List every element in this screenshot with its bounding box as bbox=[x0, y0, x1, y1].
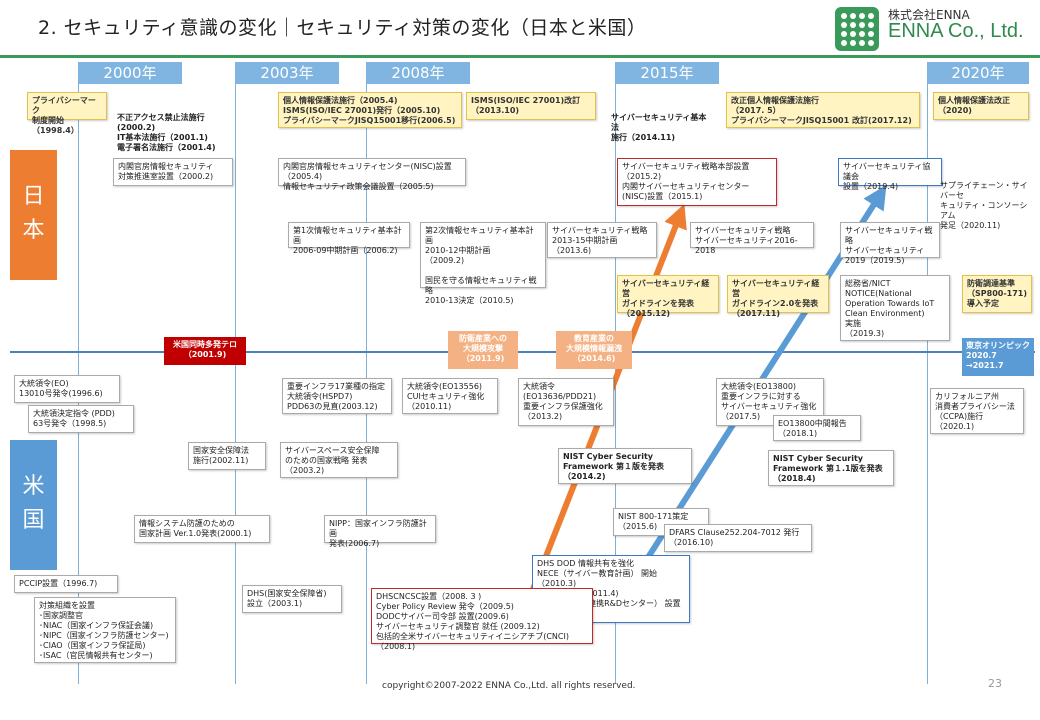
japan-event-box: 第1次情報セキュリティ基本計画 2006-09中期計画（2006.2) bbox=[288, 222, 410, 255]
japan-event-box: サプライチェーン・サイバーセ キュリティ・コンソーシアム 発足（2020.11) bbox=[940, 181, 1028, 230]
japan-event-box: 総務省/NICT NOTICE(National Operation Towar… bbox=[840, 275, 950, 341]
year-header-2003: 2003年 bbox=[235, 62, 339, 84]
year-line-2003 bbox=[235, 84, 236, 684]
event-highlight: 米国同時多発テロ （2001.9) bbox=[164, 337, 246, 365]
us-event-box: 大統領令 (EO13636/PDD21) 重要インフラ保護強化 （2013.2) bbox=[518, 378, 614, 426]
us-event-box: NIPP：国家インフラ防護計画 発表(2006.7) bbox=[324, 515, 436, 548]
us-event-box: 大統領決定指令 (PDD) 63号発令（1998.5) bbox=[28, 405, 134, 433]
event-highlight: 教育産業の 大規模情報漏洩 （2014.6) bbox=[556, 331, 632, 369]
japan-event-box: サイバーセキュリティ経営 ガイドライン2.0を発表 （2017.11) bbox=[727, 275, 829, 318]
japan-event-box: サイバーセキュリティ経営 ガイドラインを発表 （2015.12) bbox=[617, 275, 719, 318]
us-event-box: 国家安全保障法 施行(2002.11) bbox=[188, 442, 266, 470]
japan-event-box: 防衛調達基準 （SP800-171) 導入予定 bbox=[962, 275, 1032, 313]
japan-event-box: サイバーセキュリティ協議会 設置（2019.4) bbox=[838, 158, 942, 191]
year-line-2020 bbox=[927, 84, 928, 684]
logo-company-big: ENNA Co., Ltd. bbox=[888, 20, 1024, 42]
us-event-box: 重要インフラ17業種の指定 大統領令(HSPD7) PDD63の見直(2003.… bbox=[282, 378, 392, 414]
japan-event-box: 個人情報保護法施行（2005.4) ISMS(ISO/IEC 27001)発行（… bbox=[278, 92, 462, 128]
japan-event-box: 個人情報保護法改正 （2020) bbox=[933, 92, 1029, 120]
japan-event-box: 内閣官房情報セキュリティ 対策推進室設置（2000.2) bbox=[113, 158, 233, 186]
us-event-box: PCCIP設置（1996.7) bbox=[14, 575, 118, 593]
japan-event-box: 内閣官房情報セキュリティセンター(NISC)設置（2005.4) 情報セキュリテ… bbox=[278, 158, 466, 191]
us-event-box: 大統領令(EO) 13010号発令(1996.6) bbox=[14, 375, 120, 403]
year-header-2000: 2000年 bbox=[78, 62, 182, 84]
japan-event-box: 不正アクセス禁止法施行(2000.2) IT基本法施行（2001.1) 電子署名… bbox=[117, 113, 216, 152]
japan-label: 日本 bbox=[10, 150, 57, 280]
page-title: 2. セキュリティ意識の変化｜セキュリティ対策の変化（日本と米国） bbox=[38, 17, 647, 39]
event-highlight: 防衛産業への 大規模攻撃 （2011.9) bbox=[448, 331, 518, 369]
us-event-box: 大統領令(EO13556) CUIセキュリティ強化 （2010.11) bbox=[402, 378, 498, 414]
japan-event-box: サイバーセキュリティ戦略 2013-15中期計画 （2013.6) bbox=[547, 222, 657, 258]
us-event-box: NIST Cyber Security Framework 第１版を発表 （20… bbox=[558, 448, 692, 484]
event-highlight: 東京オリンピック 2020.7 →2021.7 bbox=[962, 338, 1034, 376]
japan-us-divider bbox=[10, 351, 1035, 353]
us-event-box: 情報システム防護のための 国家計画 Ver.1.0発表(2000.1) bbox=[134, 515, 270, 543]
japan-event-box: 第2次情報セキュリティ基本計画 2010-12中期計画 （2009.2) 国民を… bbox=[420, 222, 546, 305]
year-header-2020: 2020年 bbox=[927, 62, 1029, 84]
us-event-box: サイバースペース安全保障 のための国家戦略 発表 （2003.2) bbox=[280, 442, 398, 478]
page-number: 23 bbox=[988, 677, 1002, 690]
japan-event-box: ISMS(ISO/IEC 27001)改訂 （2013.10) bbox=[466, 92, 596, 120]
japan-event-box: 改正個人情報保護法施行 （2017. 5） プライバシーマークJISQ15001… bbox=[726, 92, 920, 128]
us-event-box: 大統領令(EO13800) 重要インフラに対する サイバーセキュリティ強化 （2… bbox=[716, 378, 824, 426]
us-event-box: DHS(国家安全保障省) 設立（2003.1) bbox=[242, 585, 342, 613]
us-event-box: DFARS Clause252.204-7012 発行 （2016.10) bbox=[664, 524, 812, 552]
year-header-2008: 2008年 bbox=[366, 62, 470, 84]
us-event-box: EO13800中間報告 （2018.1) bbox=[773, 415, 861, 441]
japan-event-box: サイバーセキュリティ基本法 施行（2014.11) bbox=[611, 113, 707, 142]
us-event-box: NIST Cyber Security Framework 第１.1版を発表 （… bbox=[768, 450, 894, 486]
us-event-box: DHSCNCSC設置（2008. 3 ) Cyber Policy Review… bbox=[371, 588, 593, 651]
copyright-footer: copyright©2007-2022 ENNA Co.,Ltd. all ri… bbox=[382, 681, 636, 691]
enna-logo-icon bbox=[835, 7, 879, 51]
japan-event-box: サイバーセキュリティ戦略 サイバーセキュリティ 2019（2019.5) bbox=[840, 222, 940, 265]
japan-event-box: サイバーセキュリティ戦略 サイバーセキュリティ2016-2018 bbox=[690, 222, 814, 255]
logo-company-small: 株式会社ENNA bbox=[888, 8, 970, 22]
us-event-box: カリフォルニア州 消費者プライバシー法 （CCPA)施行 （2020.1) bbox=[930, 388, 1024, 434]
us-label: 米国 bbox=[10, 440, 57, 570]
japan-event-box: サイバーセキュリティ戦略本部設置 （2015.2) 内閣サイバーセキュリティセン… bbox=[617, 158, 777, 206]
japan-event-box: プライバシーマーク 制度開始（1998.4） bbox=[27, 92, 107, 135]
year-header-2015: 2015年 bbox=[615, 62, 719, 84]
header-divider bbox=[0, 55, 1040, 58]
us-event-box: 対策組織を設置 ･国家調整官 ･NIAC（国家インフラ保証会議) ･NIPC（国… bbox=[34, 597, 176, 663]
